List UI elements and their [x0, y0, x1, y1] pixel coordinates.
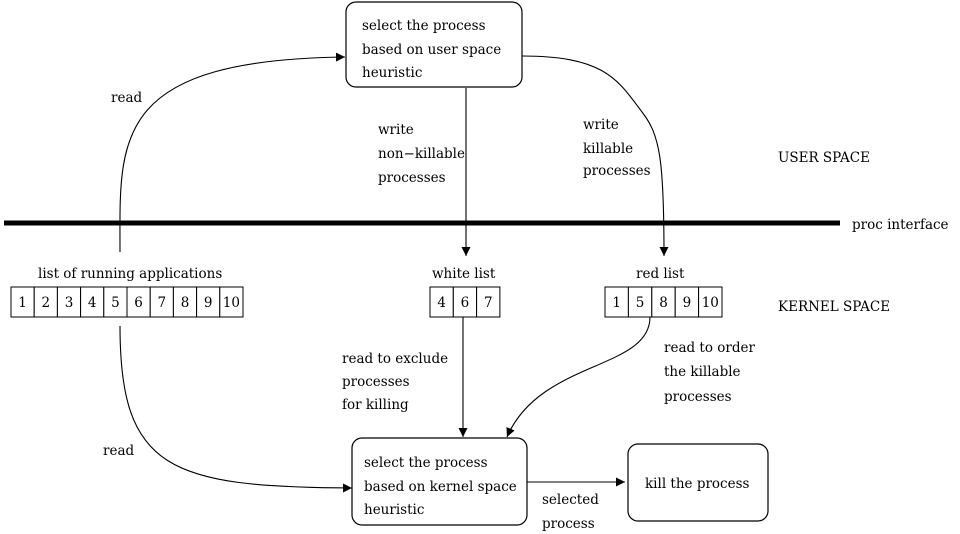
label-line: processes: [583, 163, 651, 179]
label-line: read to order: [664, 340, 755, 356]
list-cell-value: 7: [484, 295, 493, 311]
list-cell: 7: [476, 286, 501, 318]
edge-read-to-kernel-heuristic: [119, 325, 353, 493]
label-read-exclude: read to exclude processes for killing: [342, 351, 448, 413]
list-cell: 8: [172, 286, 198, 318]
label-line: write: [378, 122, 414, 138]
box-line: select the process: [362, 18, 486, 34]
list-cell-value: 7: [158, 295, 167, 311]
list-title: red list: [636, 266, 685, 282]
list-cell-value: 5: [111, 295, 120, 311]
list-cell: 1: [10, 286, 35, 318]
list-cell: 5: [103, 286, 128, 318]
list-cell: 4: [80, 286, 105, 318]
label-line: processes: [342, 374, 410, 390]
label-line: write: [583, 117, 619, 133]
box-line: heuristic: [364, 502, 424, 518]
list-cell: 7: [149, 286, 174, 318]
label-line: selected: [542, 492, 599, 508]
box-line: kill the process: [645, 476, 750, 492]
list-cell-value: 5: [636, 295, 645, 311]
list-cell-value: 2: [42, 295, 51, 311]
list-cell: 6: [126, 286, 151, 318]
list-cell: 5: [627, 286, 653, 318]
label-read-bottom: read: [103, 443, 134, 459]
list-cell-value: 4: [437, 295, 446, 311]
label-line: processes: [378, 170, 446, 186]
edge-write-killable: [521, 55, 669, 257]
list-cell-value: 9: [683, 295, 692, 311]
label-line: killable: [583, 141, 633, 157]
box-line: select the process: [364, 455, 488, 471]
label-line: process: [542, 516, 595, 532]
user-space-label: USER SPACE: [778, 150, 870, 166]
list-cell: 4: [429, 286, 454, 318]
list-cell: 3: [56, 286, 82, 318]
label-read-order: read to order the killable processes: [664, 340, 755, 405]
label-line: the killable: [664, 364, 741, 380]
list-cell-value: 8: [181, 295, 190, 311]
list-cell: 2: [33, 286, 58, 318]
user-space-heuristic-box: select the process based on user space h…: [345, 1, 523, 88]
kernel-space-label: KERNEL SPACE: [778, 299, 890, 315]
box-line: based on user space: [362, 42, 501, 58]
label-selected-process: selected process: [542, 492, 599, 532]
list-cell-value: 8: [659, 295, 668, 311]
label-write-nonkillable: write non−killable processes: [378, 122, 465, 186]
list-cell-value: 1: [18, 295, 27, 311]
list-cell-value: 6: [134, 295, 143, 311]
edge-read-to-user-heuristic: [119, 52, 346, 253]
label-write-killable: write killable processes: [583, 117, 651, 179]
list-cell-value: 9: [204, 295, 213, 311]
list-cell: 8: [651, 286, 676, 318]
box-line: heuristic: [362, 65, 422, 81]
list-cell-value: 1: [612, 295, 621, 311]
label-line: non−killable: [378, 146, 465, 162]
edge-read-order: [506, 316, 651, 438]
list-cell: 9: [674, 286, 700, 318]
list-cell: 10: [698, 286, 723, 318]
list-cell-value: 6: [461, 295, 470, 311]
list-title: list of running applications: [38, 266, 222, 282]
list-cell-value: 3: [65, 295, 74, 311]
label-line: for killing: [342, 397, 409, 413]
list-cell: 1: [604, 286, 629, 318]
list-cell: 10: [219, 286, 244, 318]
label-line: processes: [664, 389, 732, 405]
proc-interface-label: proc interface: [852, 217, 949, 233]
list-cell-value: 4: [88, 295, 97, 311]
kill-process-box: kill the process: [627, 443, 769, 522]
list-cell-value: 10: [223, 295, 240, 311]
label-line: read to exclude: [342, 351, 448, 367]
box-line: based on kernel space: [364, 479, 517, 495]
kernel-space-heuristic-box: select the process based on kernel space…: [351, 437, 528, 526]
list-cell: 6: [452, 286, 478, 318]
label-read-top: read: [111, 90, 142, 106]
list-title: white list: [432, 266, 496, 282]
list-cell-value: 10: [702, 295, 719, 311]
list-cell: 9: [196, 286, 221, 318]
